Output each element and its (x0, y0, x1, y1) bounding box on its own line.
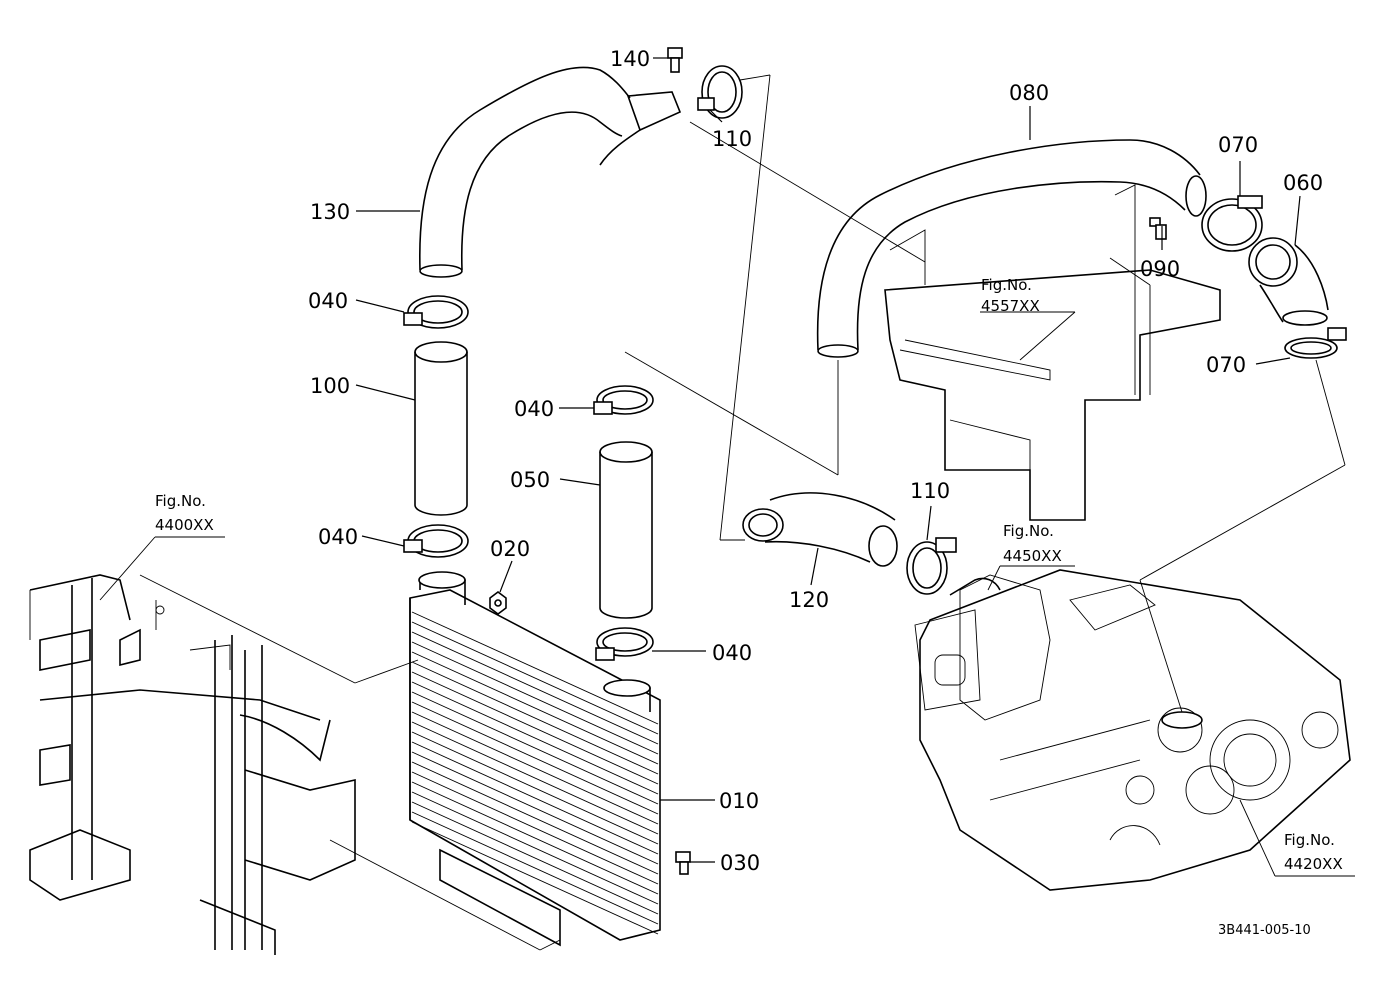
fig-4400-label: Fig.No. (155, 492, 206, 510)
intercooler-fin (411, 791, 659, 905)
part-040-clamp-d (595, 627, 654, 661)
part-110-clamp-top (697, 65, 743, 119)
callout-140: 140 (610, 47, 650, 71)
fig-4400-number: 4400XX (155, 516, 214, 534)
part-120-hose (742, 492, 898, 567)
part-140-bolt (667, 47, 683, 73)
part-110-clamp-bottom (906, 537, 957, 595)
intercooler-fin (411, 691, 659, 805)
part-090-bolt (1149, 217, 1167, 240)
part-070-clamp-upper (1201, 195, 1263, 252)
callout-050: 050 (510, 468, 550, 492)
intercooler-fin (411, 611, 659, 725)
callout-130: 130 (310, 200, 350, 224)
part-040-clamp-a (403, 295, 469, 329)
intercooler-fin (411, 781, 659, 895)
callout-010: 010 (719, 789, 759, 813)
bracket-assembly (884, 184, 1221, 521)
intercooler-fin (411, 641, 659, 755)
intercooler-fin (411, 631, 659, 745)
callout-060: 060 (1283, 171, 1323, 195)
part-040-clamp-b (403, 524, 469, 558)
part-050-hose (599, 441, 653, 619)
callout-120: 120 (789, 588, 829, 612)
callout-080: 080 (1009, 81, 1049, 105)
intercooler-fin (411, 801, 659, 915)
intercooler-fin (411, 711, 659, 825)
callout-040-d: 040 (712, 641, 752, 665)
intercooler-fin (411, 621, 659, 735)
figure-references: Fig.No. 4557XX Fig.No. 4400XX Fig.No. 44… (155, 276, 1343, 873)
part-080-pipe (816, 139, 1207, 358)
intercooler-fin (411, 821, 659, 935)
intercooler-fin (411, 771, 659, 885)
callout-040-a: 040 (308, 289, 348, 313)
intercooler-fin (411, 701, 659, 815)
callout-110-bottom: 110 (910, 479, 950, 503)
part-020-nut (489, 591, 507, 615)
frame-assembly (29, 574, 356, 955)
callout-090: 090 (1140, 257, 1180, 281)
fig-4420-label: Fig.No. (1284, 831, 1335, 849)
intercooler-fin (411, 731, 659, 845)
intercooler-fin (411, 751, 659, 865)
part-040-clamp-c (593, 385, 654, 415)
callout-110-top: 110 (712, 127, 752, 151)
engine-assembly (914, 569, 1351, 891)
intercooler-fin (411, 811, 659, 925)
callout-100: 100 (310, 374, 350, 398)
callout-070-lower: 070 (1206, 353, 1246, 377)
callout-030: 030 (720, 851, 760, 875)
part-130-upper-hose (418, 66, 682, 278)
leader-lines (99, 57, 1355, 951)
fig-4557-label: Fig.No. (981, 276, 1032, 294)
intercooler-fin (411, 721, 659, 835)
part-030-bolt (675, 851, 691, 875)
part-100-hose (414, 341, 468, 516)
part-010-intercooler (409, 571, 661, 947)
part-070-clamp-lower (1284, 327, 1347, 359)
callout-020: 020 (490, 537, 530, 561)
intercooler-fin (411, 761, 659, 875)
intercooler-fin (411, 661, 659, 775)
fig-4450-label: Fig.No. (1003, 522, 1054, 540)
fig-4450-number: 4450XX (1003, 547, 1062, 565)
callout-040-b: 040 (318, 525, 358, 549)
intercooler-fin (411, 741, 659, 855)
callout-labels: 140 110 130 080 070 060 090 070 040 100 … (308, 47, 1323, 875)
fig-4557-number: 4557XX (981, 297, 1040, 315)
intercooler-fin (411, 671, 659, 785)
callout-040-c: 040 (514, 397, 554, 421)
intercooler-fin (411, 681, 659, 795)
drawing-code: 3B441-005-10 (1218, 923, 1311, 938)
part-060-elbow (1248, 237, 1329, 326)
intercooler-fin (411, 651, 659, 765)
callout-070-upper: 070 (1218, 133, 1258, 157)
fig-4420-number: 4420XX (1284, 855, 1343, 873)
